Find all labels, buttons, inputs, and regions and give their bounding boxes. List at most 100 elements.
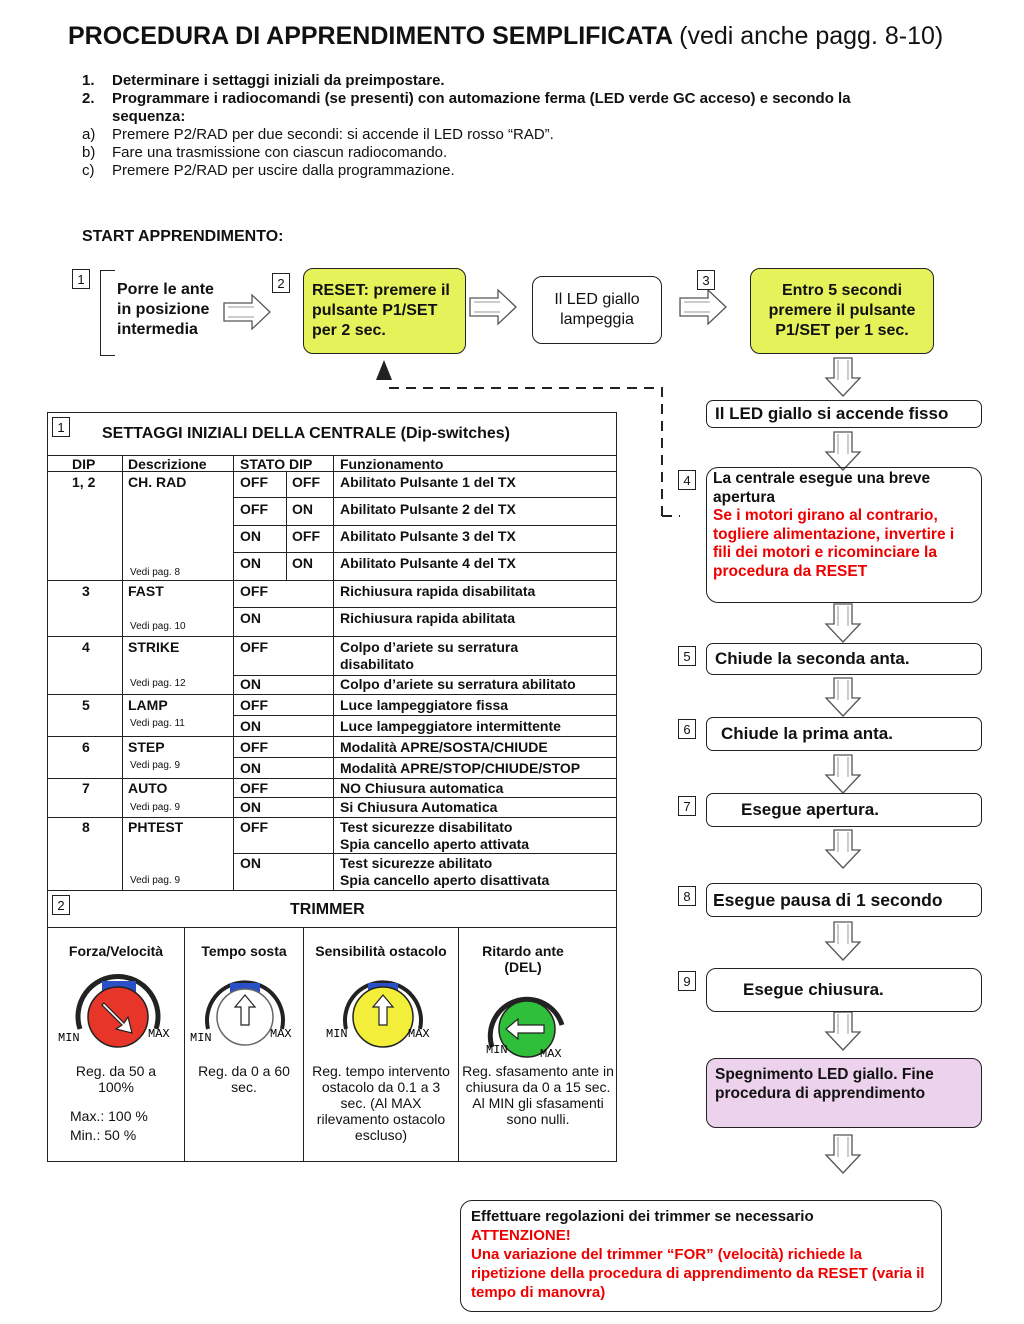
force-knob[interactable]: MIN MAX	[56, 973, 180, 1053]
step6-box: Chiude la prima anta.	[706, 717, 982, 751]
trimmer-desc: Reg. da 50 a 100%	[75, 1063, 157, 1095]
set-box: Entro 5 secondi premere il pulsante P1/S…	[750, 268, 934, 354]
down-arrow	[825, 754, 861, 794]
page-ref: Vedi pag. 9	[130, 760, 181, 771]
trimmer-title: Forza/Velocità	[68, 943, 164, 959]
trimmer-extra: Max.: 100 %	[70, 1108, 148, 1124]
state-cell: OFF	[240, 501, 268, 517]
func-cell: disabilitato	[340, 656, 414, 672]
reset-box: RESET: premere il pulsante P1/SET per 2 …	[303, 268, 466, 354]
end-box: Spegnimento LED giallo. Fine procedura d…	[706, 1058, 982, 1128]
func-cell: Si Chiusura Automatica	[340, 799, 498, 815]
pause-knob[interactable]: MIN MAX	[186, 973, 304, 1053]
start-label: START APPRENDIMENTO:	[82, 228, 284, 245]
intro-item: c)Premere P2/RAD per uscire dalla progra…	[82, 162, 455, 179]
state-cell: ON	[240, 718, 261, 734]
func-cell: Test sicurezze disabilitato	[340, 819, 513, 835]
col-header: Funzionamento	[340, 456, 444, 472]
down-arrow	[825, 1011, 861, 1051]
down-arrow	[825, 677, 861, 717]
dip-cell: 3	[82, 583, 90, 599]
desc-cell: STEP	[128, 739, 165, 755]
func-cell: Abilitato Pulsante 4 del TX	[340, 555, 516, 571]
dip-cell: 5	[82, 697, 90, 713]
min-label: MIN	[58, 1031, 80, 1045]
step4-box: La centrale esegue una breve apertura Se…	[706, 467, 982, 603]
step-number: 3	[697, 270, 715, 290]
func-cell: Spia cancello aperto attivata	[340, 836, 530, 852]
desc-cell: STRIKE	[128, 639, 180, 655]
step4-text: La centrale esegue una breve apertura	[713, 470, 931, 506]
page-ref: Vedi pag. 10	[130, 621, 186, 632]
section-title: TRIMMER	[290, 901, 365, 918]
page-ref: Vedi pag. 12	[130, 678, 186, 689]
state-cell: OFF	[240, 819, 268, 835]
state-cell: OFF	[240, 474, 268, 490]
dip-cell: 1, 2	[72, 474, 96, 490]
func-cell: Luce lampeggiatore intermittente	[340, 718, 561, 734]
desc-cell: AUTO	[128, 780, 168, 796]
state-cell: OFF	[240, 739, 268, 755]
led-blink-box: Il LED giallo lampeggia	[532, 276, 662, 344]
min-label: MIN	[326, 1027, 348, 1041]
func-cell: Richiusura rapida disabilitata	[340, 583, 536, 599]
step-number: 9	[678, 971, 696, 991]
intro-item: 2.Programmare i radiocomandi (se present…	[82, 90, 851, 125]
right-arrow	[469, 289, 517, 325]
dip-cell: 7	[82, 780, 90, 796]
state-cell: ON	[240, 760, 261, 776]
trimmer-extra: Min.: 50 %	[70, 1127, 137, 1143]
state-cell: ON	[240, 855, 261, 871]
state-cell: ON	[292, 501, 313, 517]
col-header: DIP	[72, 456, 96, 472]
step-number: 8	[678, 886, 696, 906]
func-cell: Test sicurezze abilitato	[340, 855, 493, 871]
state-cell: OFF	[240, 639, 268, 655]
func-cell: Abilitato Pulsante 2 del TX	[340, 501, 516, 517]
intro-list: 1.Determinare i settaggi iniziali da pre…	[82, 72, 902, 180]
func-cell: Abilitato Pulsante 3 del TX	[340, 528, 516, 544]
note-line: Effettuare regolazioni dei trimmer se ne…	[471, 1208, 814, 1225]
dip-cell: 8	[82, 819, 90, 835]
min-label: MIN	[190, 1031, 212, 1045]
title-sub: (vedi anche pagg. 8-10)	[679, 22, 944, 50]
trimmer-title: Tempo sosta	[201, 943, 287, 959]
desc-cell: LAMP	[128, 697, 168, 713]
down-arrow	[825, 829, 861, 869]
desc-cell: FAST	[128, 583, 164, 599]
trimmer-title: Ritardo ante (DEL)	[482, 943, 564, 975]
min-label: MIN	[486, 1043, 508, 1057]
step8-box: Esegue pausa di 1 secondo	[706, 883, 982, 917]
attention-label: ATTENZIONE!	[471, 1227, 571, 1244]
step-number: 6	[678, 719, 696, 739]
step-number: 5	[678, 646, 696, 666]
page-ref: Vedi pag. 8	[130, 567, 181, 578]
state-cell: ON	[240, 610, 261, 626]
func-cell: Colpo d’ariete su serratura abilitato	[340, 676, 576, 692]
delay-knob[interactable]: MIN MAX	[472, 985, 582, 1065]
page-ref: Vedi pag. 9	[130, 875, 181, 886]
trimmer-desc: Reg. sfasamento ante in chiusura da 0 a …	[462, 1063, 614, 1127]
down-arrow	[825, 921, 861, 961]
settings-table: 1 SETTAGGI INIZIALI DELLA CENTRALE (Dip-…	[47, 412, 617, 1162]
state-cell: OFF	[292, 528, 320, 544]
section-title: SETTAGGI INIZIALI DELLA CENTRALE (Dip-sw…	[102, 425, 510, 442]
trimmer-desc: Reg. tempo intervento ostacolo da 0.1 a …	[312, 1063, 450, 1143]
desc-cell: CH. RAD	[128, 474, 187, 490]
func-cell: Colpo d’ariete su serratura	[340, 639, 519, 655]
state-cell: ON	[240, 676, 261, 692]
section-number: 1	[52, 417, 70, 437]
dip-cell: 6	[82, 739, 90, 755]
col-header: Descrizione	[128, 456, 207, 472]
state-cell: ON	[240, 555, 261, 571]
func-cell: Luce lampeggiatore fissa	[340, 697, 509, 713]
state-cell: OFF	[240, 780, 268, 796]
max-label: MAX	[148, 1027, 170, 1041]
max-label: MAX	[408, 1027, 430, 1041]
step-number: 7	[678, 796, 696, 816]
obstacle-knob[interactable]: MIN MAX	[316, 973, 450, 1053]
func-cell: NO Chiusura automatica	[340, 780, 504, 796]
note-warning: Una variazione del trimmer “FOR” (veloci…	[471, 1246, 925, 1301]
step-number: 1	[72, 269, 90, 289]
